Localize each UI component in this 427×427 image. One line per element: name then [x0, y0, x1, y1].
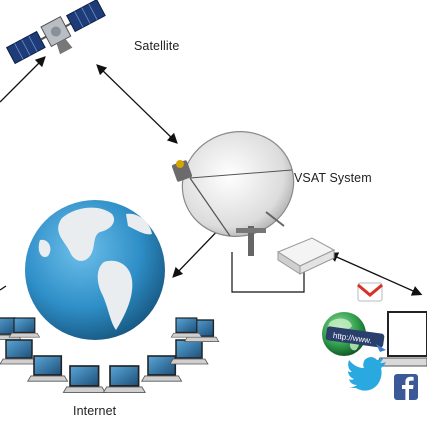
web-globe-icon: http://www.: [322, 312, 386, 356]
client-laptop-icon: [375, 311, 427, 367]
satellite-label: Satellite: [134, 39, 180, 53]
vsat-system-label: VSAT System: [294, 171, 372, 185]
modem-to-laptop-arrow: [327, 252, 423, 296]
connection-arrows: [0, 56, 423, 296]
satellite-icon: [5, 0, 106, 65]
satellite-to-vsat-arrow: [96, 64, 178, 144]
laptop-icon: [140, 355, 183, 382]
laptop-icon: [62, 365, 106, 393]
laptop-icon: [102, 365, 146, 393]
satellite-to-left-arrow: [0, 56, 46, 103]
laptop-icon: [0, 339, 39, 365]
vsat-to-modem-link: [231, 252, 305, 293]
gmail-icon: [357, 282, 383, 302]
internet-label: Internet: [73, 404, 117, 418]
vsat-dish-icon: [171, 131, 295, 256]
twitter-icon: [348, 357, 386, 391]
laptop-ring: [0, 317, 220, 393]
laptop-icon: [170, 317, 203, 338]
facebook-icon: [394, 374, 418, 400]
laptop-icon: [169, 339, 209, 365]
modem-icon: [276, 237, 336, 275]
laptop-icon: [26, 355, 69, 382]
laptop-icon: [8, 317, 41, 338]
left-edge-arrow: [0, 285, 7, 291]
globe-icon: [25, 200, 165, 340]
